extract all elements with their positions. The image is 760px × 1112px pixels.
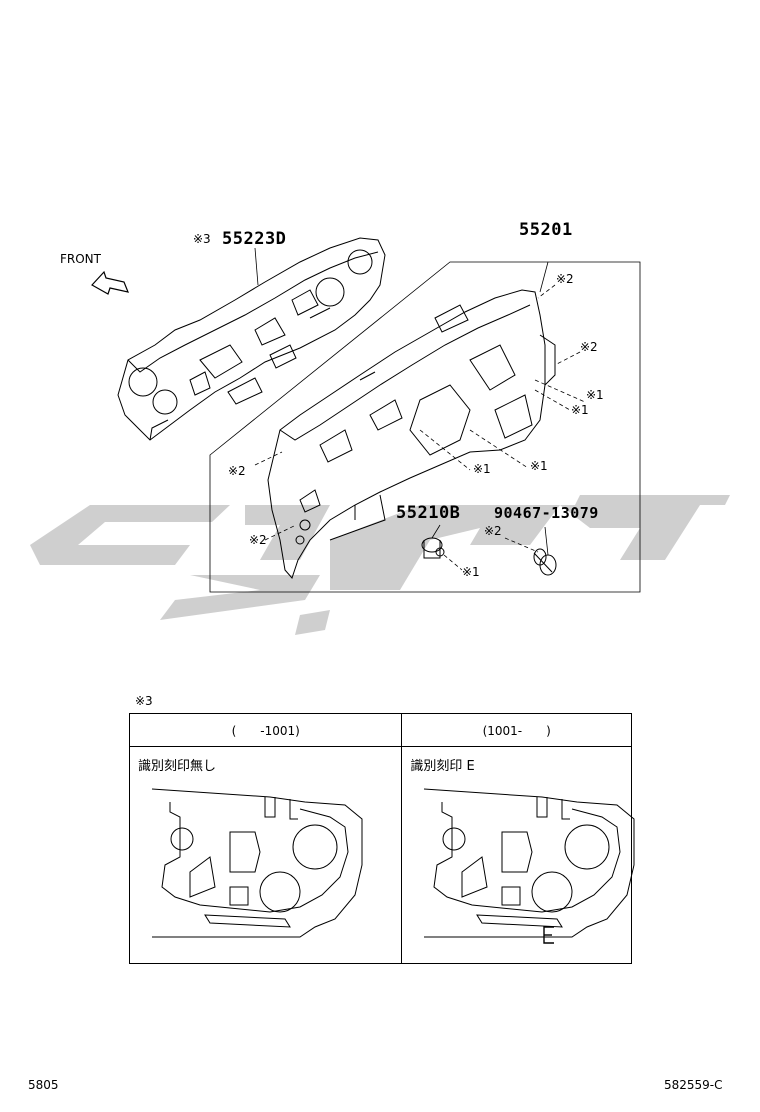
part-number-90467-13079[interactable]: 90467-13079: [494, 504, 599, 522]
ref-mark-1: ※1: [571, 403, 589, 417]
variant-early-drawing: [151, 788, 363, 938]
ref-mark-1: ※1: [586, 388, 604, 402]
variant-cell-late: 識別刻印 E: [401, 746, 635, 964]
ref-mark-1: ※1: [530, 459, 548, 473]
part-number-55201[interactable]: 55201: [519, 220, 573, 240]
footer-left-code: 5805: [28, 1078, 59, 1092]
front-label: FRONT: [60, 252, 101, 266]
assembly-frame: [209, 261, 641, 593]
insulator-55223D-drawing: [117, 237, 386, 441]
clip-55210B-drawing: [421, 537, 445, 559]
ref-mark-2: ※2: [249, 533, 267, 547]
variant-cell-early: 識別刻印無し: [128, 746, 403, 964]
ref-mark-2: ※2: [580, 340, 598, 354]
ref-mark-2: ※2: [228, 464, 246, 478]
variant-header-late: (1001- ): [401, 713, 632, 747]
identification-mark-e-icon: [543, 926, 555, 944]
part-number-55223D[interactable]: 55223D: [222, 229, 287, 249]
clip-90467-drawing: [533, 548, 557, 576]
variant-header-early: ( -1001): [128, 713, 403, 747]
variant-late-drawing: [424, 788, 635, 944]
part-number-55210B[interactable]: 55210B: [396, 503, 461, 523]
ref-mark-1: ※1: [473, 462, 491, 476]
front-arrow-icon: [91, 270, 129, 295]
variant-note-no-mark: 識別刻印無し: [138, 759, 217, 774]
variant-table: ( -1001) (1001- ) 識別刻印無し 識別刻印 E: [128, 713, 635, 964]
variant-note-mark-e: 識別刻印 E: [410, 759, 475, 774]
footer-right-code: 582559-C: [664, 1078, 723, 1092]
ref-mark-2: ※2: [484, 524, 502, 538]
insulator-55201-drawing: [267, 289, 556, 579]
ref-mark-3: ※3: [193, 232, 211, 246]
ref-mark-2: ※2: [556, 272, 574, 286]
ref-mark-1: ※1: [462, 565, 480, 579]
variant-note-mark: ※3: [135, 694, 153, 708]
